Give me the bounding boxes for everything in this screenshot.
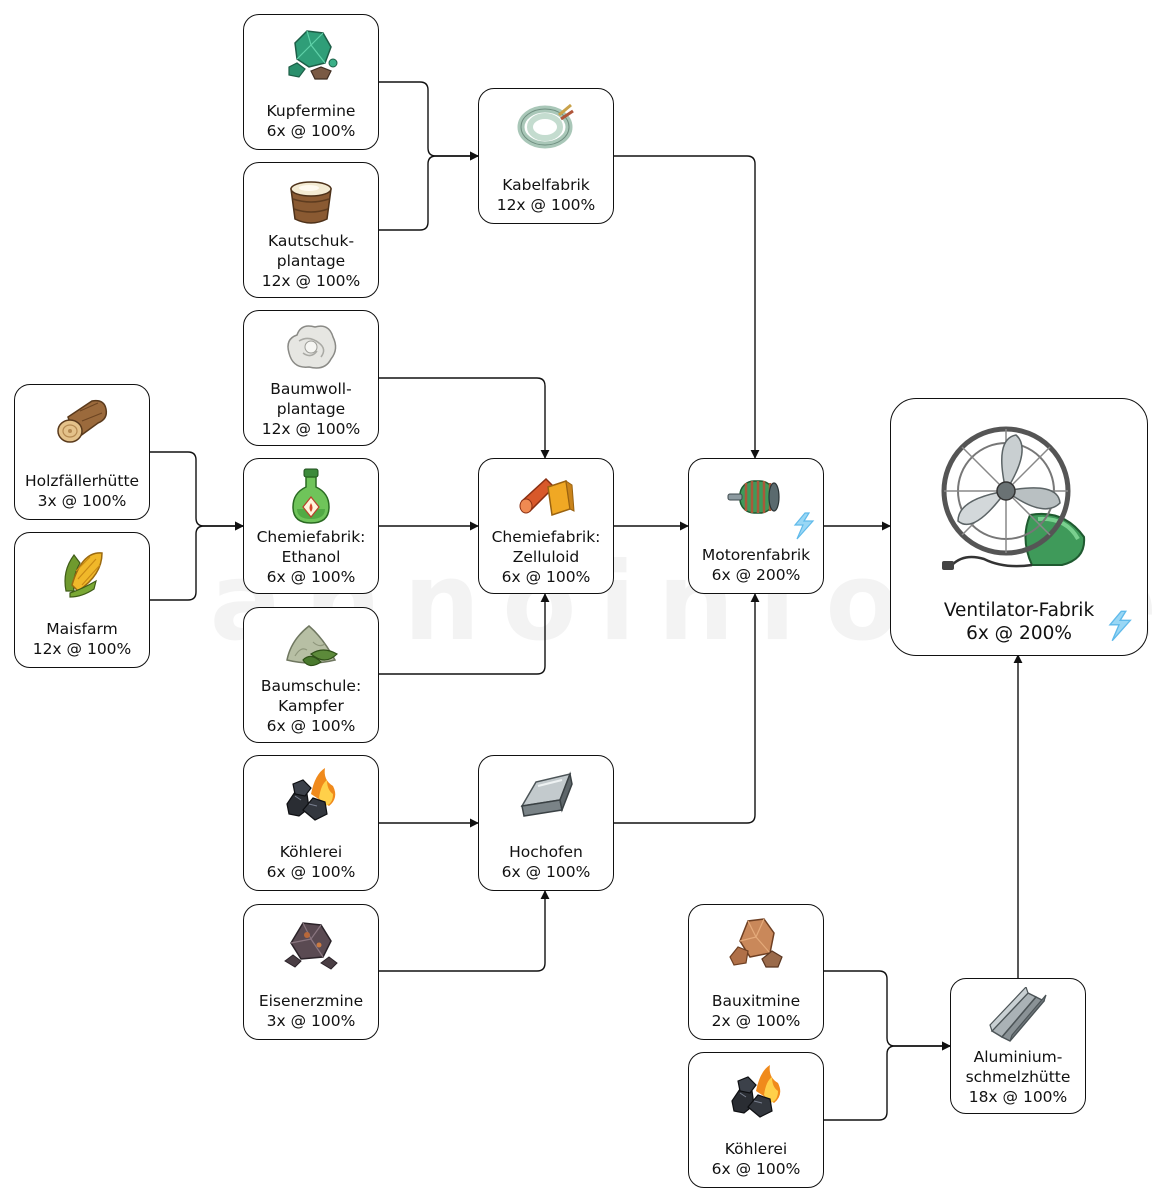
coal-icon [731, 1065, 781, 1118]
node-label: Baumschule: Kampfer 6x @ 100% [260, 677, 362, 735]
copper-ore-icon [288, 30, 338, 80]
celluloid-icon [519, 477, 575, 516]
coal-icon [286, 768, 336, 821]
electricity-icon [1108, 610, 1132, 642]
node-aluminium[interactable]: Aluminium- schmelzhütte 18x @ 100% [950, 978, 1086, 1114]
node-label: Eisenerzmine 3x @ 100% [258, 992, 364, 1030]
edge-kampfer-zelluloid [378, 593, 550, 675]
bauxite-icon [729, 918, 783, 968]
edge-kupfermine-kabelfabrik [378, 81, 479, 161]
ethanol-bottle-icon [292, 468, 330, 524]
edge-holzfaeller-ethanol [148, 451, 244, 531]
node-label: Chemiefabrik: Ethanol 6x @ 100% [256, 528, 366, 586]
node-label: Köhlerei 6x @ 100% [711, 1140, 801, 1178]
edge-maisfarm-ethanol [148, 521, 244, 601]
node-label: Baumwoll- plantage 12x @ 100% [261, 380, 361, 438]
iron-ore-icon [284, 922, 338, 970]
corn-icon [64, 552, 103, 598]
edge-kabelfabrik-motorenfabrik [612, 155, 760, 459]
node-koehlerei-2[interactable]: Köhlerei 6x @ 100% [688, 1052, 824, 1188]
rubber-bucket-icon [290, 181, 332, 224]
node-ventilator[interactable]: Ventilator-Fabrik 6x @ 200% [890, 398, 1148, 656]
node-label: Kautschuk- plantage 12x @ 100% [261, 232, 361, 290]
node-label: Köhlerei 6x @ 100% [266, 843, 356, 881]
electricity-icon [793, 512, 815, 540]
cable-coil-icon [517, 103, 574, 149]
node-baumwolle[interactable]: Baumwoll- plantage 12x @ 100% [243, 310, 379, 446]
node-hochofen[interactable]: Hochofen 6x @ 100% [478, 755, 614, 891]
node-label: Holzfällerhütte 3x @ 100% [24, 472, 140, 510]
edge-kautschuk-kabelfabrik [378, 151, 479, 231]
node-kautschuk[interactable]: Kautschuk- plantage 12x @ 100% [243, 162, 379, 298]
node-kabelfabrik[interactable]: Kabelfabrik 12x @ 100% [478, 88, 614, 224]
node-maisfarm[interactable]: Maisfarm 12x @ 100% [14, 532, 150, 668]
node-ethanol[interactable]: Chemiefabrik: Ethanol 6x @ 100% [243, 458, 379, 594]
aluminium-profile-icon [989, 987, 1047, 1042]
node-zelluloid[interactable]: Chemiefabrik: Zelluloid 6x @ 100% [478, 458, 614, 594]
cotton-icon [287, 325, 337, 369]
node-label: Hochofen 6x @ 100% [501, 843, 591, 881]
node-eisenerz[interactable]: Eisenerzmine 3x @ 100% [243, 904, 379, 1040]
node-kampfer[interactable]: Baumschule: Kampfer 6x @ 100% [243, 607, 379, 743]
edge-bauxit-aluminium [822, 970, 951, 1051]
edge-eisenerz-hochofen [378, 890, 550, 972]
node-label: Maisfarm 12x @ 100% [32, 620, 132, 658]
node-label: Kabelfabrik 12x @ 100% [496, 176, 596, 214]
node-holzfaeller[interactable]: Holzfällerhütte 3x @ 100% [14, 384, 150, 520]
wood-log-icon [57, 399, 108, 443]
steel-ingot-icon [520, 771, 573, 817]
camphor-icon [286, 625, 338, 667]
motor-icon [727, 480, 780, 514]
node-koehlerei-1[interactable]: Köhlerei 6x @ 100% [243, 755, 379, 891]
node-kupfermine[interactable]: Kupfermine 6x @ 100% [243, 14, 379, 150]
node-label: Aluminium- schmelzhütte 18x @ 100% [965, 1048, 1071, 1106]
edge-koehlerei2-aluminium [822, 1041, 951, 1121]
edge-hochofen-motorenfabrik [612, 593, 760, 824]
node-label: Bauxitmine 2x @ 100% [711, 992, 801, 1030]
node-motorenfabrik[interactable]: Motorenfabrik 6x @ 200% [688, 458, 824, 594]
node-label: Ventilator-Fabrik 6x @ 200% [943, 600, 1095, 644]
node-label: Motorenfabrik 6x @ 200% [701, 546, 811, 584]
node-bauxit[interactable]: Bauxitmine 2x @ 100% [688, 904, 824, 1040]
edge-baumwolle-zelluloid [378, 377, 550, 459]
node-label: Kupfermine 6x @ 100% [266, 102, 356, 140]
fan-icon [941, 426, 1086, 570]
node-label: Chemiefabrik: Zelluloid 6x @ 100% [491, 528, 601, 586]
